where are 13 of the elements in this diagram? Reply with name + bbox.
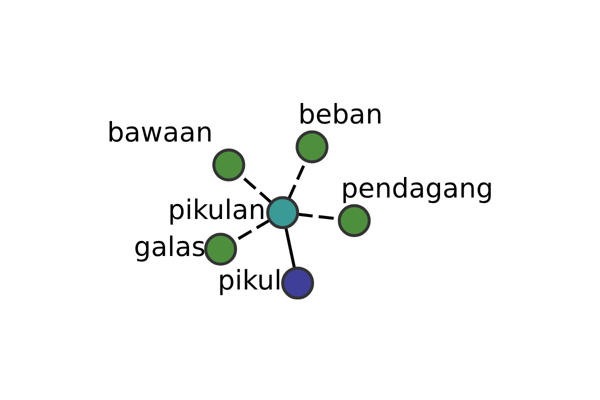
node-circle: [337, 204, 370, 238]
node-circle: [204, 232, 237, 266]
node-label: pendagang: [340, 173, 493, 204]
node-label: galas: [133, 232, 206, 263]
node-circle: [212, 148, 245, 182]
node-circle: [280, 266, 314, 300]
node-label: pikul: [217, 266, 282, 297]
node-label: pikulan: [168, 195, 266, 226]
node-circle: [266, 196, 299, 230]
node-label: bawaan: [106, 118, 212, 149]
node-label: beban: [298, 100, 382, 131]
connector: [284, 227, 296, 268]
node-circle: [295, 130, 328, 164]
